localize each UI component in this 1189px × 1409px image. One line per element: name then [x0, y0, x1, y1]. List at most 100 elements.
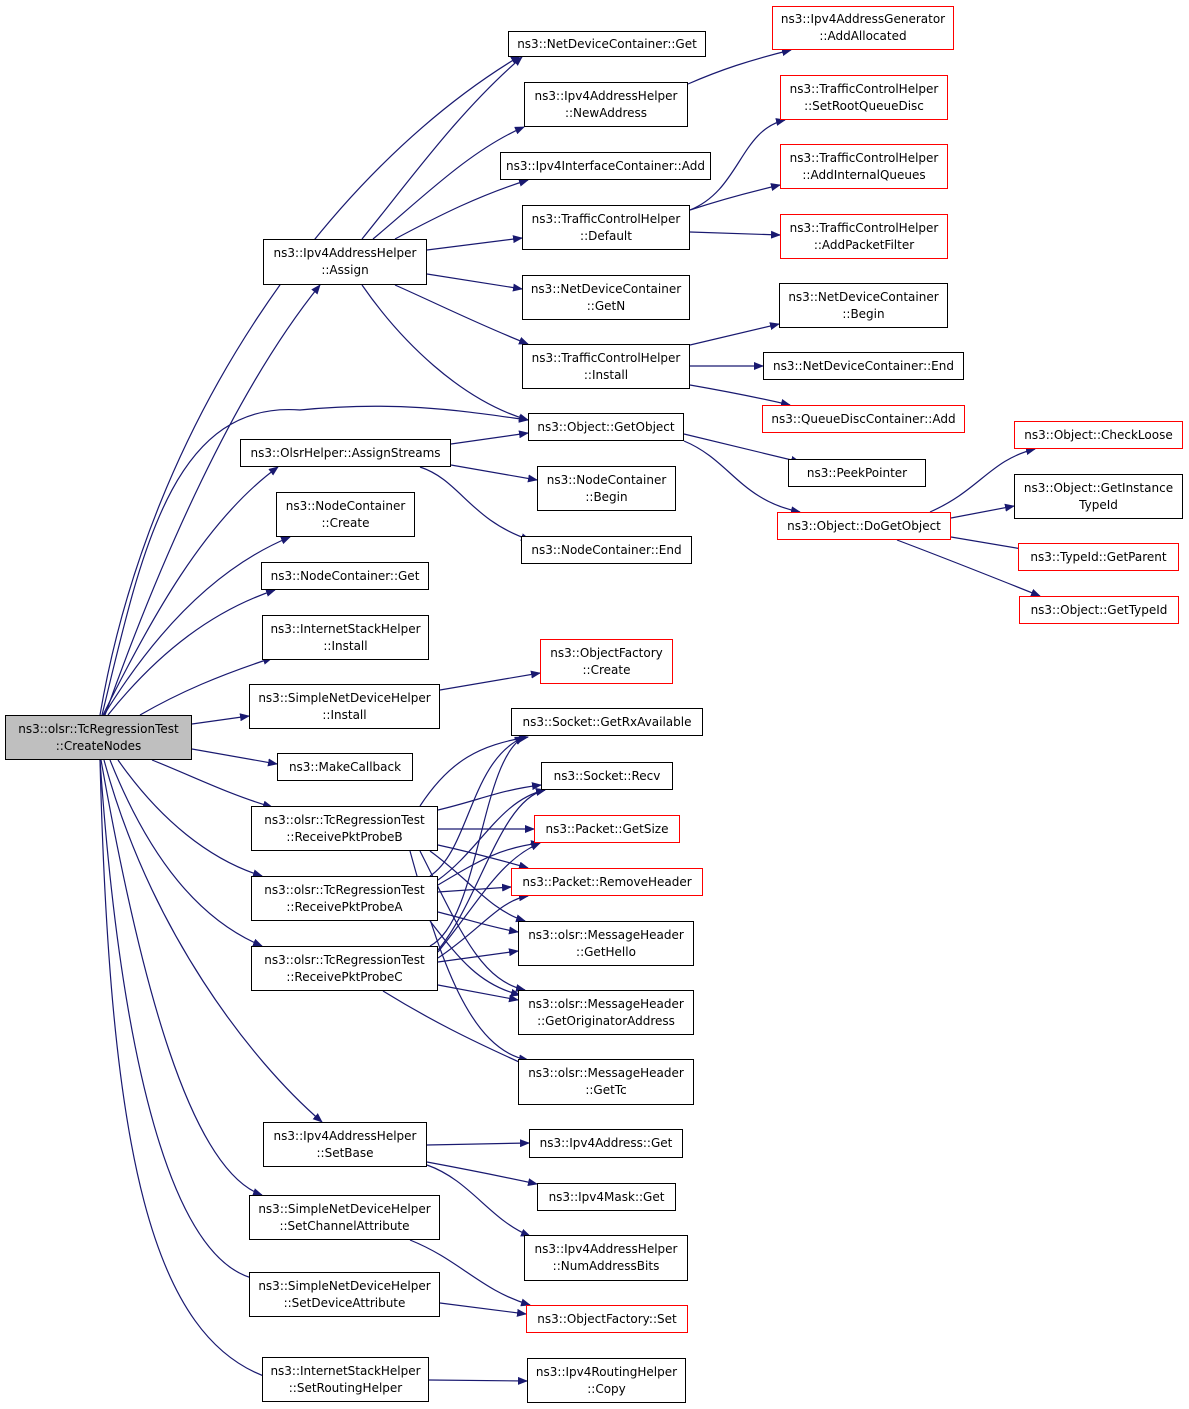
node-olsrhelper-assignstreams[interactable]: ns3::OlsrHelper::AssignStreams	[240, 439, 451, 467]
node-trafficcontrolhelper-addinternalqueues[interactable]: ns3::TrafficControlHelper::AddInternalQu…	[780, 144, 948, 189]
node-ipv4mask-get[interactable]: ns3::Ipv4Mask::Get	[537, 1183, 676, 1211]
node-label-line: ::SetRootQueueDisc	[804, 98, 924, 113]
node-label-line: ns3::TrafficControlHelper	[789, 150, 939, 165]
node-internetstackhelper-install[interactable]: ns3::InternetStackHelper::Install	[262, 615, 429, 660]
node-object-checkloose[interactable]: ns3::Object::CheckLoose	[1014, 421, 1183, 449]
node-packet-removeheader[interactable]: ns3::Packet::RemoveHeader	[511, 868, 703, 896]
edge-probe-b-gethello	[429, 850, 526, 923]
node-label-line: ns3::TrafficControlHelper	[531, 211, 681, 226]
node-tcregressiontest-receivepktprobeb[interactable]: ns3::olsr::TcRegressionTest::ReceivePktP…	[251, 806, 438, 851]
node-label-line: ::Install	[583, 367, 629, 382]
node-typeid-getparent[interactable]: ns3::TypeId::GetParent	[1018, 543, 1179, 571]
node-label-line: ns3::TrafficControlHelper	[789, 81, 939, 96]
node-nodecontainer-begin[interactable]: ns3::NodeContainer::Begin	[537, 466, 676, 511]
edge-assignstreams-nc-begin	[450, 464, 538, 483]
node-messageheader-gettc[interactable]: ns3::olsr::MessageHeader::GetTc	[518, 1059, 694, 1105]
node-ipv4address-get[interactable]: ns3::Ipv4Address::Get	[529, 1129, 683, 1158]
edge-assignstreams-nc-end	[419, 466, 531, 541]
edge-dogetobject-checkloose	[929, 447, 1036, 513]
edge-dogetobject-gettypeid	[896, 539, 1041, 597]
node-root-createnodes: ns3::olsr::TcRegressionTest::CreateNodes	[5, 715, 192, 760]
node-socket-recv[interactable]: ns3::Socket::Recv	[541, 762, 673, 790]
node-label-line: ::AddAllocated	[819, 29, 907, 43]
edge-default-addint	[689, 183, 781, 211]
edge-probe-a-getorig	[429, 920, 521, 997]
node-label-line: ns3::TypeId::GetParent	[1030, 549, 1167, 564]
edge-root-probe-b	[151, 759, 273, 809]
edge-default-setroot	[689, 118, 786, 211]
node-label-line: ns3::Ipv4Mask::Get	[548, 1189, 665, 1204]
node-simplenetdevicehelper-setdeviceattribute[interactable]: ns3::SimpleNetDeviceHelper::SetDeviceAtt…	[249, 1272, 440, 1317]
edge-assign-getobject	[361, 284, 529, 422]
node-label-line: ns3::olsr::TcRegressionTest	[264, 812, 425, 827]
node-messageheader-gethello[interactable]: ns3::olsr::MessageHeader::GetHello	[518, 921, 694, 966]
node-objectfactory-create[interactable]: ns3::ObjectFactory::Create	[540, 639, 673, 684]
edge-root-probe-c	[109, 759, 263, 947]
node-object-gettypeid[interactable]: ns3::Object::GetTypeId	[1019, 596, 1179, 624]
node-ipv4interfacecontainer-add[interactable]: ns3::Ipv4InterfaceContainer::Add	[500, 152, 711, 180]
node-socket-getrxavailable[interactable]: ns3::Socket::GetRxAvailable	[511, 708, 703, 736]
node-messageheader-getoriginatoraddress[interactable]: ns3::olsr::MessageHeader::GetOriginatorA…	[518, 990, 694, 1035]
node-nodecontainer-create[interactable]: ns3::NodeContainer::Create	[276, 492, 415, 537]
edge-probe-c-getsize	[437, 842, 541, 953]
edge-root-assign	[104, 284, 321, 716]
node-netdevicecontainer-begin[interactable]: ns3::NetDeviceContainer::Begin	[779, 283, 948, 328]
node-ipv4addresshelper-numaddressbits[interactable]: ns3::Ipv4AddressHelper::NumAddressBits	[524, 1235, 688, 1281]
node-ipv4addresshelper-newaddress[interactable]: ns3::Ipv4AddressHelper::NewAddress	[524, 82, 688, 127]
node-label-line: ns3::InternetStackHelper	[270, 621, 421, 636]
node-internetstackhelper-setroutinghelper[interactable]: ns3::InternetStackHelper::SetRoutingHelp…	[262, 1357, 429, 1402]
node-label-line: ns3::Ipv4AddressHelper	[534, 88, 678, 103]
node-queuedisccontainer-add[interactable]: ns3::QueueDiscContainer::Add	[762, 405, 965, 433]
node-ipv4addresshelper-setbase[interactable]: ns3::Ipv4AddressHelper::SetBase	[263, 1122, 427, 1167]
node-label-line: ::SetDeviceAttribute	[283, 1295, 406, 1310]
edge-root-getobject	[101, 405, 529, 716]
edge-assign-tch-default	[426, 235, 523, 251]
edge-install-qdc-add	[689, 384, 791, 407]
node-label-line: ::CreateNodes	[55, 738, 142, 753]
edge-probe-c-getrx	[429, 736, 525, 947]
node-nodecontainer-get[interactable]: ns3::NodeContainer::Get	[261, 562, 429, 590]
node-label-line: ns3::Object::DoGetObject	[787, 518, 941, 533]
node-label-line: ns3::QueueDiscContainer::Add	[771, 411, 956, 426]
node-label-line: ::Begin	[585, 489, 628, 504]
node-netdevicecontainer-end[interactable]: ns3::NetDeviceContainer::End	[763, 352, 964, 380]
node-label-line: ns3::PeekPointer	[806, 465, 908, 480]
node-trafficcontrolhelper-setrootqueuedisc[interactable]: ns3::TrafficControlHelper::SetRootQueueD…	[780, 75, 948, 120]
node-object-dogetobject[interactable]: ns3::Object::DoGetObject	[777, 512, 951, 540]
node-ipv4routinghelper-copy[interactable]: ns3::Ipv4RoutingHelper::Copy	[527, 1358, 686, 1403]
node-netdevicecontainer-getn[interactable]: ns3::NetDeviceContainer::GetN	[522, 275, 690, 320]
node-trafficcontrolhelper-default[interactable]: ns3::TrafficControlHelper::Default	[522, 205, 690, 250]
node-label-line: ::Install	[323, 638, 368, 653]
node-ipv4addressgenerator-addallocated[interactable]: ns3::Ipv4AddressGenerator::AddAllocated	[772, 6, 954, 50]
node-label-line: ::SetRoutingHelper	[288, 1380, 403, 1395]
node-label-line: ns3::Object::GetInstance	[1023, 480, 1174, 495]
node-label-line: ::Create	[321, 515, 370, 530]
node-ipv4addresshelper-assign[interactable]: ns3::Ipv4AddressHelper::Assign	[263, 239, 427, 285]
node-nodecontainer-end[interactable]: ns3::NodeContainer::End	[521, 536, 692, 564]
node-label-line: ns3::Object::GetObject	[537, 419, 675, 434]
node-packet-getsize[interactable]: ns3::Packet::GetSize	[534, 815, 680, 843]
node-label-line: ns3::NodeContainer::End	[531, 542, 682, 557]
node-label-line: ns3::olsr::TcRegressionTest	[18, 721, 179, 736]
node-peekpointer[interactable]: ns3::PeekPointer	[788, 459, 926, 487]
node-objectfactory-set[interactable]: ns3::ObjectFactory::Set	[526, 1305, 688, 1333]
node-label-line: TypeId	[1079, 497, 1118, 512]
edge-probe-c-getorig	[437, 984, 519, 1003]
node-label-line: ns3::TrafficControlHelper	[789, 220, 939, 235]
node-netdevicecontainer-get[interactable]: ns3::NetDeviceContainer::Get	[508, 31, 706, 57]
node-tcregressiontest-receivepktprobea[interactable]: ns3::olsr::TcRegressionTest::ReceivePktP…	[251, 876, 438, 921]
node-simplenetdevicehelper-setchannelattribute[interactable]: ns3::SimpleNetDeviceHelper::SetChannelAt…	[249, 1195, 440, 1240]
node-trafficcontrolhelper-addpacketfilter[interactable]: ns3::TrafficControlHelper::AddPacketFilt…	[780, 214, 948, 259]
node-label-line: ns3::Ipv4InterfaceContainer::Add	[506, 158, 705, 173]
edge-probe-c-gettc	[382, 990, 529, 1067]
node-tcregressiontest-receivepktprobec[interactable]: ns3::olsr::TcRegressionTest::ReceivePktP…	[251, 946, 438, 991]
node-label-line: ::ReceivePktProbeC	[286, 969, 403, 984]
node-trafficcontrolhelper-install[interactable]: ns3::TrafficControlHelper::Install	[522, 344, 690, 389]
node-object-getobject[interactable]: ns3::Object::GetObject	[528, 413, 684, 441]
node-makecallback[interactable]: ns3::MakeCallback	[277, 753, 413, 781]
node-simplenetdevicehelper-install[interactable]: ns3::SimpleNetDeviceHelper::Install	[249, 684, 440, 729]
node-label-line: ns3::NetDeviceContainer::Get	[517, 36, 697, 51]
